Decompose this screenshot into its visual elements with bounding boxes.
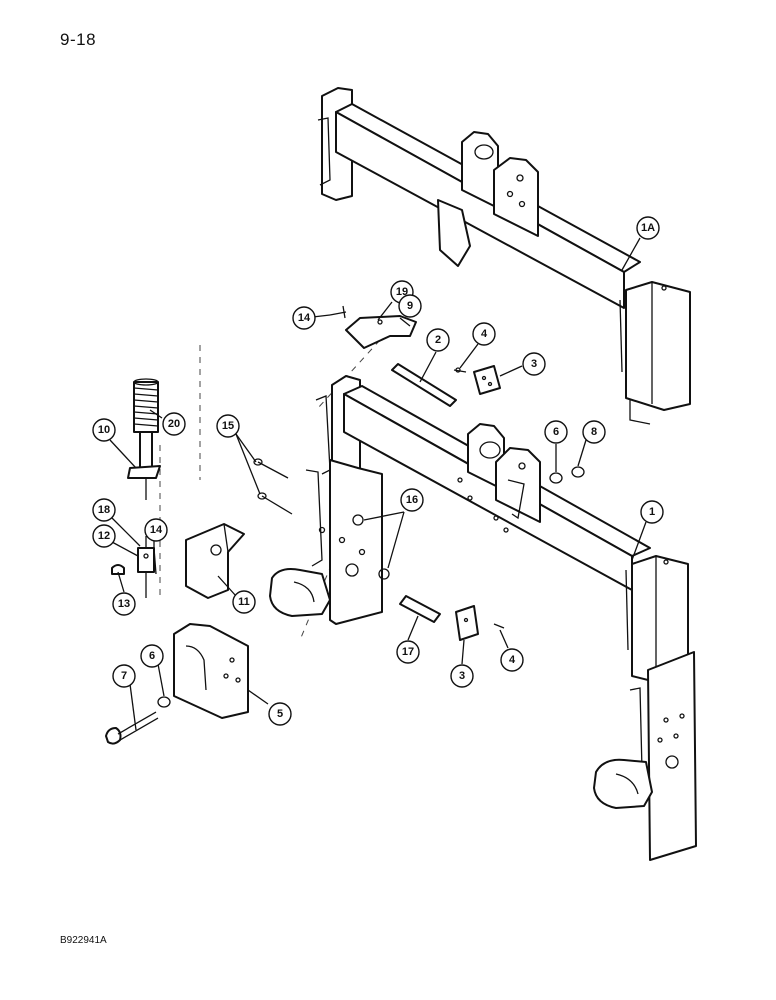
callout-1a: 1A: [636, 216, 660, 240]
callout-3-upper: 3: [522, 352, 546, 376]
figure-code: B922941A: [60, 935, 107, 946]
callout-7: 7: [112, 664, 136, 688]
callout-label: 9: [407, 300, 413, 312]
callout-6-lower: 6: [140, 644, 164, 668]
frame-assembly-1a: [317, 87, 691, 425]
callout-3-lower: 3: [450, 664, 474, 688]
callout-11: 11: [232, 590, 256, 614]
latch-plate-9: [345, 315, 417, 349]
callout-12: 12: [92, 524, 116, 548]
callout-label: 19: [396, 286, 408, 298]
callout-label: 15: [222, 420, 234, 432]
pin-14-upper: [329, 305, 347, 319]
pin-2: [391, 363, 457, 407]
callout-label: 8: [591, 426, 597, 438]
bolts-15: [253, 458, 293, 515]
callout-label: 6: [149, 650, 155, 662]
callout-1: 1: [640, 500, 664, 524]
callout-10: 10: [92, 418, 116, 442]
frame-assembly-1: [269, 375, 697, 861]
bolt-4-lower: [493, 623, 505, 629]
plunger-rod-10: [127, 431, 161, 500]
callout-17: 17: [396, 640, 420, 664]
callout-label: 14: [150, 524, 163, 536]
callout-label: 1A: [641, 222, 655, 234]
callout-8: 8: [582, 420, 606, 444]
callout-14-upper: 14: [292, 306, 316, 330]
spring-20: [133, 378, 159, 433]
callout-label: 4: [481, 328, 488, 340]
callout-2: 2: [426, 328, 450, 352]
leader-lines: [109, 237, 647, 731]
nuts-16: [352, 514, 390, 580]
callout-label: 17: [402, 646, 414, 658]
callout-label: 5: [277, 708, 283, 720]
callout-label: 13: [118, 598, 130, 610]
bolt-7-washer-6: [105, 696, 171, 745]
pin-17: [399, 595, 441, 623]
callout-label: 10: [98, 424, 110, 436]
callout-label: 2: [435, 334, 441, 346]
callout-label: 11: [238, 596, 250, 608]
callout-label: 4: [509, 654, 516, 666]
washer-6-nut-8: [549, 466, 585, 484]
callout-label: 16: [406, 494, 418, 506]
callout-5: 5: [268, 702, 292, 726]
callout-20: 20: [162, 412, 186, 436]
callout-6-upper: 6: [544, 420, 568, 444]
hook-bracket-11: [185, 523, 245, 599]
callout-4-upper: 4: [472, 322, 496, 346]
callout-label: 14: [298, 312, 311, 324]
callout-label: 18: [98, 504, 110, 516]
callout-label: 1: [649, 506, 655, 518]
callout-15: 15: [216, 414, 240, 438]
callout-13: 13: [112, 592, 136, 616]
callout-label: 3: [531, 358, 537, 370]
callout-label: 12: [98, 530, 110, 542]
callout-16: 16: [400, 488, 424, 512]
callout-label: 6: [553, 426, 559, 438]
keeper-plate-3-lower: [455, 605, 479, 641]
callout-14-lower: 14: [144, 518, 168, 542]
hook-5: [173, 623, 249, 719]
callout-label: 20: [168, 418, 180, 430]
page-number: 9-18: [60, 30, 97, 49]
keeper-plate-3-upper: [473, 365, 501, 395]
callout-4-lower: 4: [500, 648, 524, 672]
callout-label: 3: [459, 670, 465, 682]
callout-9: 9: [398, 294, 422, 318]
callout-label: 7: [121, 670, 127, 682]
callout-18: 18: [92, 498, 116, 522]
handle-parts-12-13-14-18: [111, 536, 157, 598]
bolt-4-upper: [453, 367, 467, 373]
